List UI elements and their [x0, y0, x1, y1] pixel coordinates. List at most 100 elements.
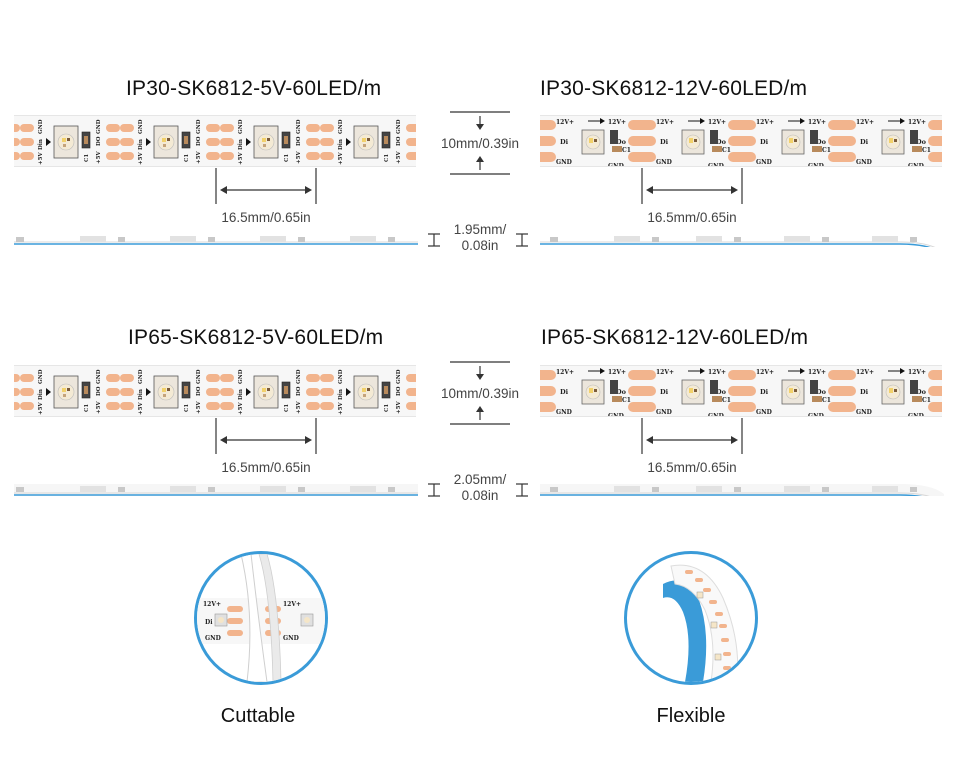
solder-pads: [120, 124, 220, 160]
pad-label: GND: [808, 163, 824, 167]
pad-label: GND: [296, 119, 302, 134]
thickness-label-ip30: 1.95mm/ 0.08in: [442, 222, 518, 254]
resistor: [810, 380, 818, 394]
pad-label: +5V: [138, 402, 144, 415]
pad-label: GND: [238, 369, 244, 384]
pad-label: Di: [560, 138, 569, 146]
pad-label: Do: [916, 388, 927, 396]
pad-label: C1: [384, 154, 390, 162]
solder-pads: [728, 120, 756, 162]
pad-label: 12V+: [856, 369, 874, 376]
solder-pads: [540, 370, 556, 412]
pad-label: Do: [616, 388, 627, 396]
pad-label: Din: [138, 389, 144, 400]
direction-arrow-icon: [888, 368, 905, 374]
title-ip30-5v: IP30-SK6812-5V-60LED/m: [126, 77, 382, 100]
pad-label: GND: [296, 369, 302, 384]
pitch-label-ip30-5v: 16.5mm/0.65in: [221, 210, 311, 225]
pitch-marker-ip30-5v: [215, 168, 317, 204]
pad-label: Do: [716, 138, 727, 146]
thickness-ip65-line1: 2.05mm/: [453, 472, 507, 487]
solder-pads: [20, 374, 120, 410]
svg-text:12V+: 12V+: [203, 601, 221, 608]
pad-label: GND: [238, 119, 244, 134]
led-chip: [881, 129, 905, 155]
width-dimension-marker-top: [450, 111, 510, 175]
title-ip65-5v: IP65-SK6812-5V-60LED/m: [128, 326, 384, 349]
solder-pads: [540, 120, 556, 162]
pad-label: Di: [660, 388, 669, 396]
pad-label: 12V+: [608, 119, 626, 126]
thickness-marker-ip30: [428, 233, 528, 247]
pad-label: GND: [38, 369, 44, 384]
capacitor: [612, 396, 622, 402]
direction-arrow-icon: [246, 138, 251, 146]
pad-label: C1: [84, 154, 90, 162]
direction-arrow-icon: [146, 138, 151, 146]
solder-pads: [928, 120, 942, 162]
capacitor: [812, 146, 822, 152]
pad-label: GND: [556, 159, 572, 166]
thickness-ip30-line1: 1.95mm/: [453, 222, 507, 237]
direction-arrow-icon: [788, 368, 805, 374]
solder-pads: [628, 370, 656, 412]
pad-label: DO: [96, 136, 102, 146]
pad-label: Di: [760, 138, 769, 146]
direction-arrow-icon: [246, 388, 251, 396]
pad-label: C1: [284, 154, 290, 162]
pad-label: 12V+: [908, 119, 926, 126]
direction-arrow-icon: [346, 388, 351, 396]
pad-label: 12V+: [556, 369, 574, 376]
pad-label: Do: [916, 138, 927, 146]
pad-label: GND: [196, 119, 202, 134]
pad-label: C1: [384, 404, 390, 412]
pad-label: GND: [656, 409, 672, 416]
resistor: [610, 380, 618, 394]
pad-label: 12V+: [556, 119, 574, 126]
direction-arrow-icon: [788, 118, 805, 124]
capacitor: [712, 396, 722, 402]
pad-label: Do: [616, 138, 627, 146]
cuttable-caption: Cuttable: [220, 705, 296, 727]
led-chip: [881, 379, 905, 405]
pad-label: GND: [138, 119, 144, 134]
solder-pads: [220, 124, 320, 160]
width-dimension-marker-bottom: [450, 361, 510, 425]
resistor: [910, 380, 918, 394]
pad-label: GND: [556, 409, 572, 416]
pad-label: C1: [184, 154, 190, 162]
solder-pads: [628, 120, 656, 162]
pad-label: C1: [184, 404, 190, 412]
pad-label: GND: [756, 159, 772, 166]
resistor: [910, 130, 918, 144]
capacitor: [712, 146, 722, 152]
width-label-ip30: 10mm/0.39in: [440, 136, 520, 151]
direction-arrow-icon: [46, 138, 51, 146]
pad-label: C1: [84, 404, 90, 412]
led-chip: [353, 125, 379, 159]
solder-pads: [320, 374, 416, 410]
thickness-marker-ip65: [428, 483, 528, 497]
resistor: [810, 130, 818, 144]
pad-label: C1: [722, 147, 731, 154]
led-chip: [681, 379, 705, 405]
solder-pads: [728, 370, 756, 412]
solder-pads: [220, 374, 320, 410]
led-chip: [353, 375, 379, 409]
pad-label: C1: [922, 147, 931, 154]
pad-label: 12V+: [656, 119, 674, 126]
solder-pads: [20, 124, 120, 160]
direction-arrow-icon: [146, 388, 151, 396]
pitch-label-ip30-12v: 16.5mm/0.65in: [647, 210, 737, 225]
pad-label: Do: [816, 138, 827, 146]
pad-label: C1: [922, 397, 931, 404]
led-chip: [153, 375, 179, 409]
pad-label: DO: [296, 136, 302, 146]
pad-label: Din: [238, 389, 244, 400]
solder-pads: [928, 370, 942, 412]
solder-pads: [14, 124, 20, 160]
pad-label: Di: [760, 388, 769, 396]
direction-arrow-icon: [588, 368, 605, 374]
